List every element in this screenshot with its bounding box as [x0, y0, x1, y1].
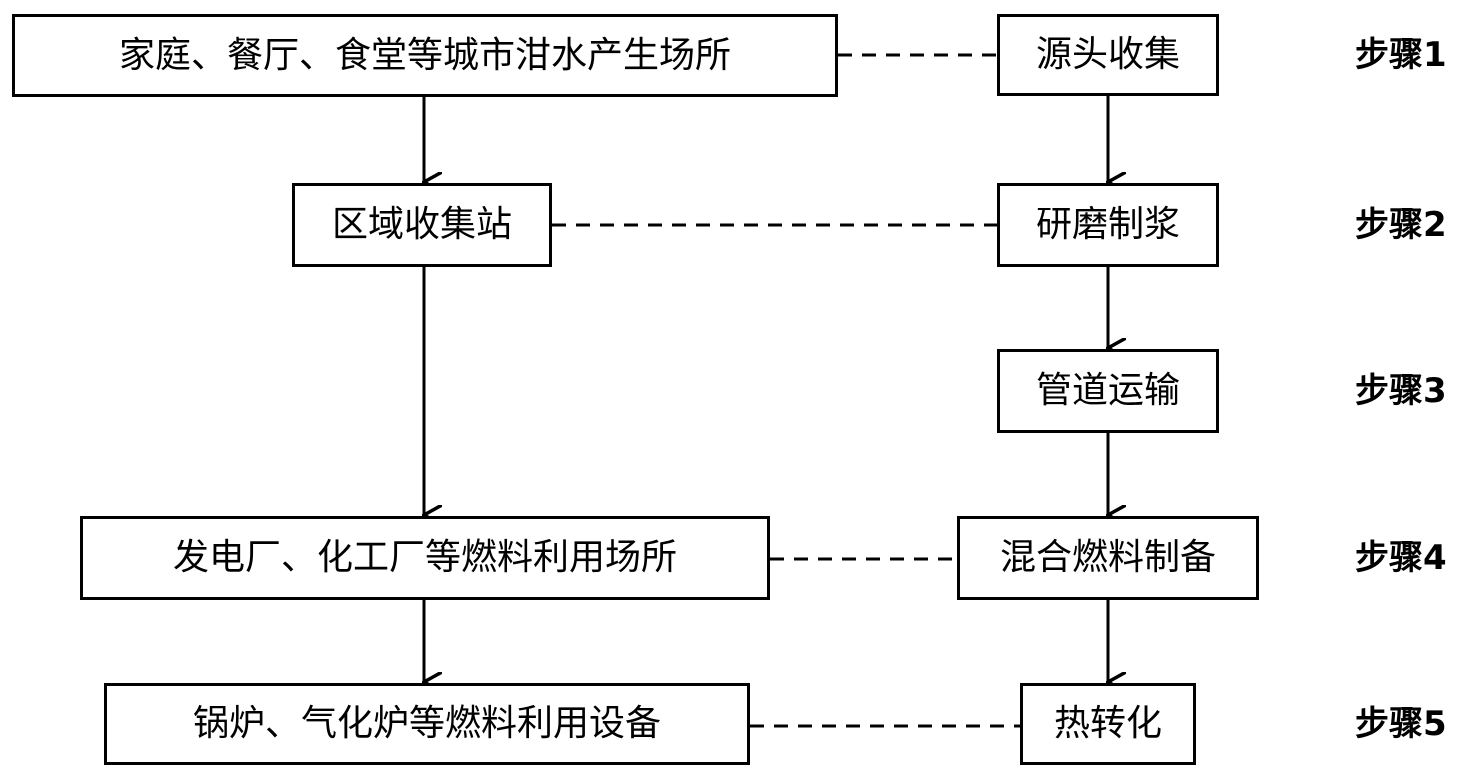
box-fuel-utilization-sites: 发电厂、化工厂等燃料利用场所: [80, 516, 770, 600]
box-fuel-utilization-equipment: 锅炉、气化炉等燃料利用设备: [104, 683, 750, 765]
box-mixed-fuel-preparation: 混合燃料制备: [957, 516, 1259, 600]
box-grinding-pulping: 研磨制浆: [997, 183, 1219, 267]
step-label-3: 步骤3: [1355, 371, 1447, 411]
box-thermal-conversion: 热转化: [1020, 683, 1196, 765]
step-label-5: 步骤5: [1355, 704, 1447, 744]
step-label-1: 步骤1: [1355, 35, 1447, 75]
box-city-swill-sources: 家庭、餐厅、食堂等城市泔水产生场所: [12, 14, 838, 97]
box-regional-collection-station: 区域收集站: [292, 183, 552, 267]
step-label-4: 步骤4: [1355, 538, 1447, 578]
step-label-2: 步骤2: [1355, 205, 1447, 245]
box-source-collection: 源头收集: [997, 14, 1219, 96]
box-pipeline-transport: 管道运输: [997, 349, 1219, 433]
